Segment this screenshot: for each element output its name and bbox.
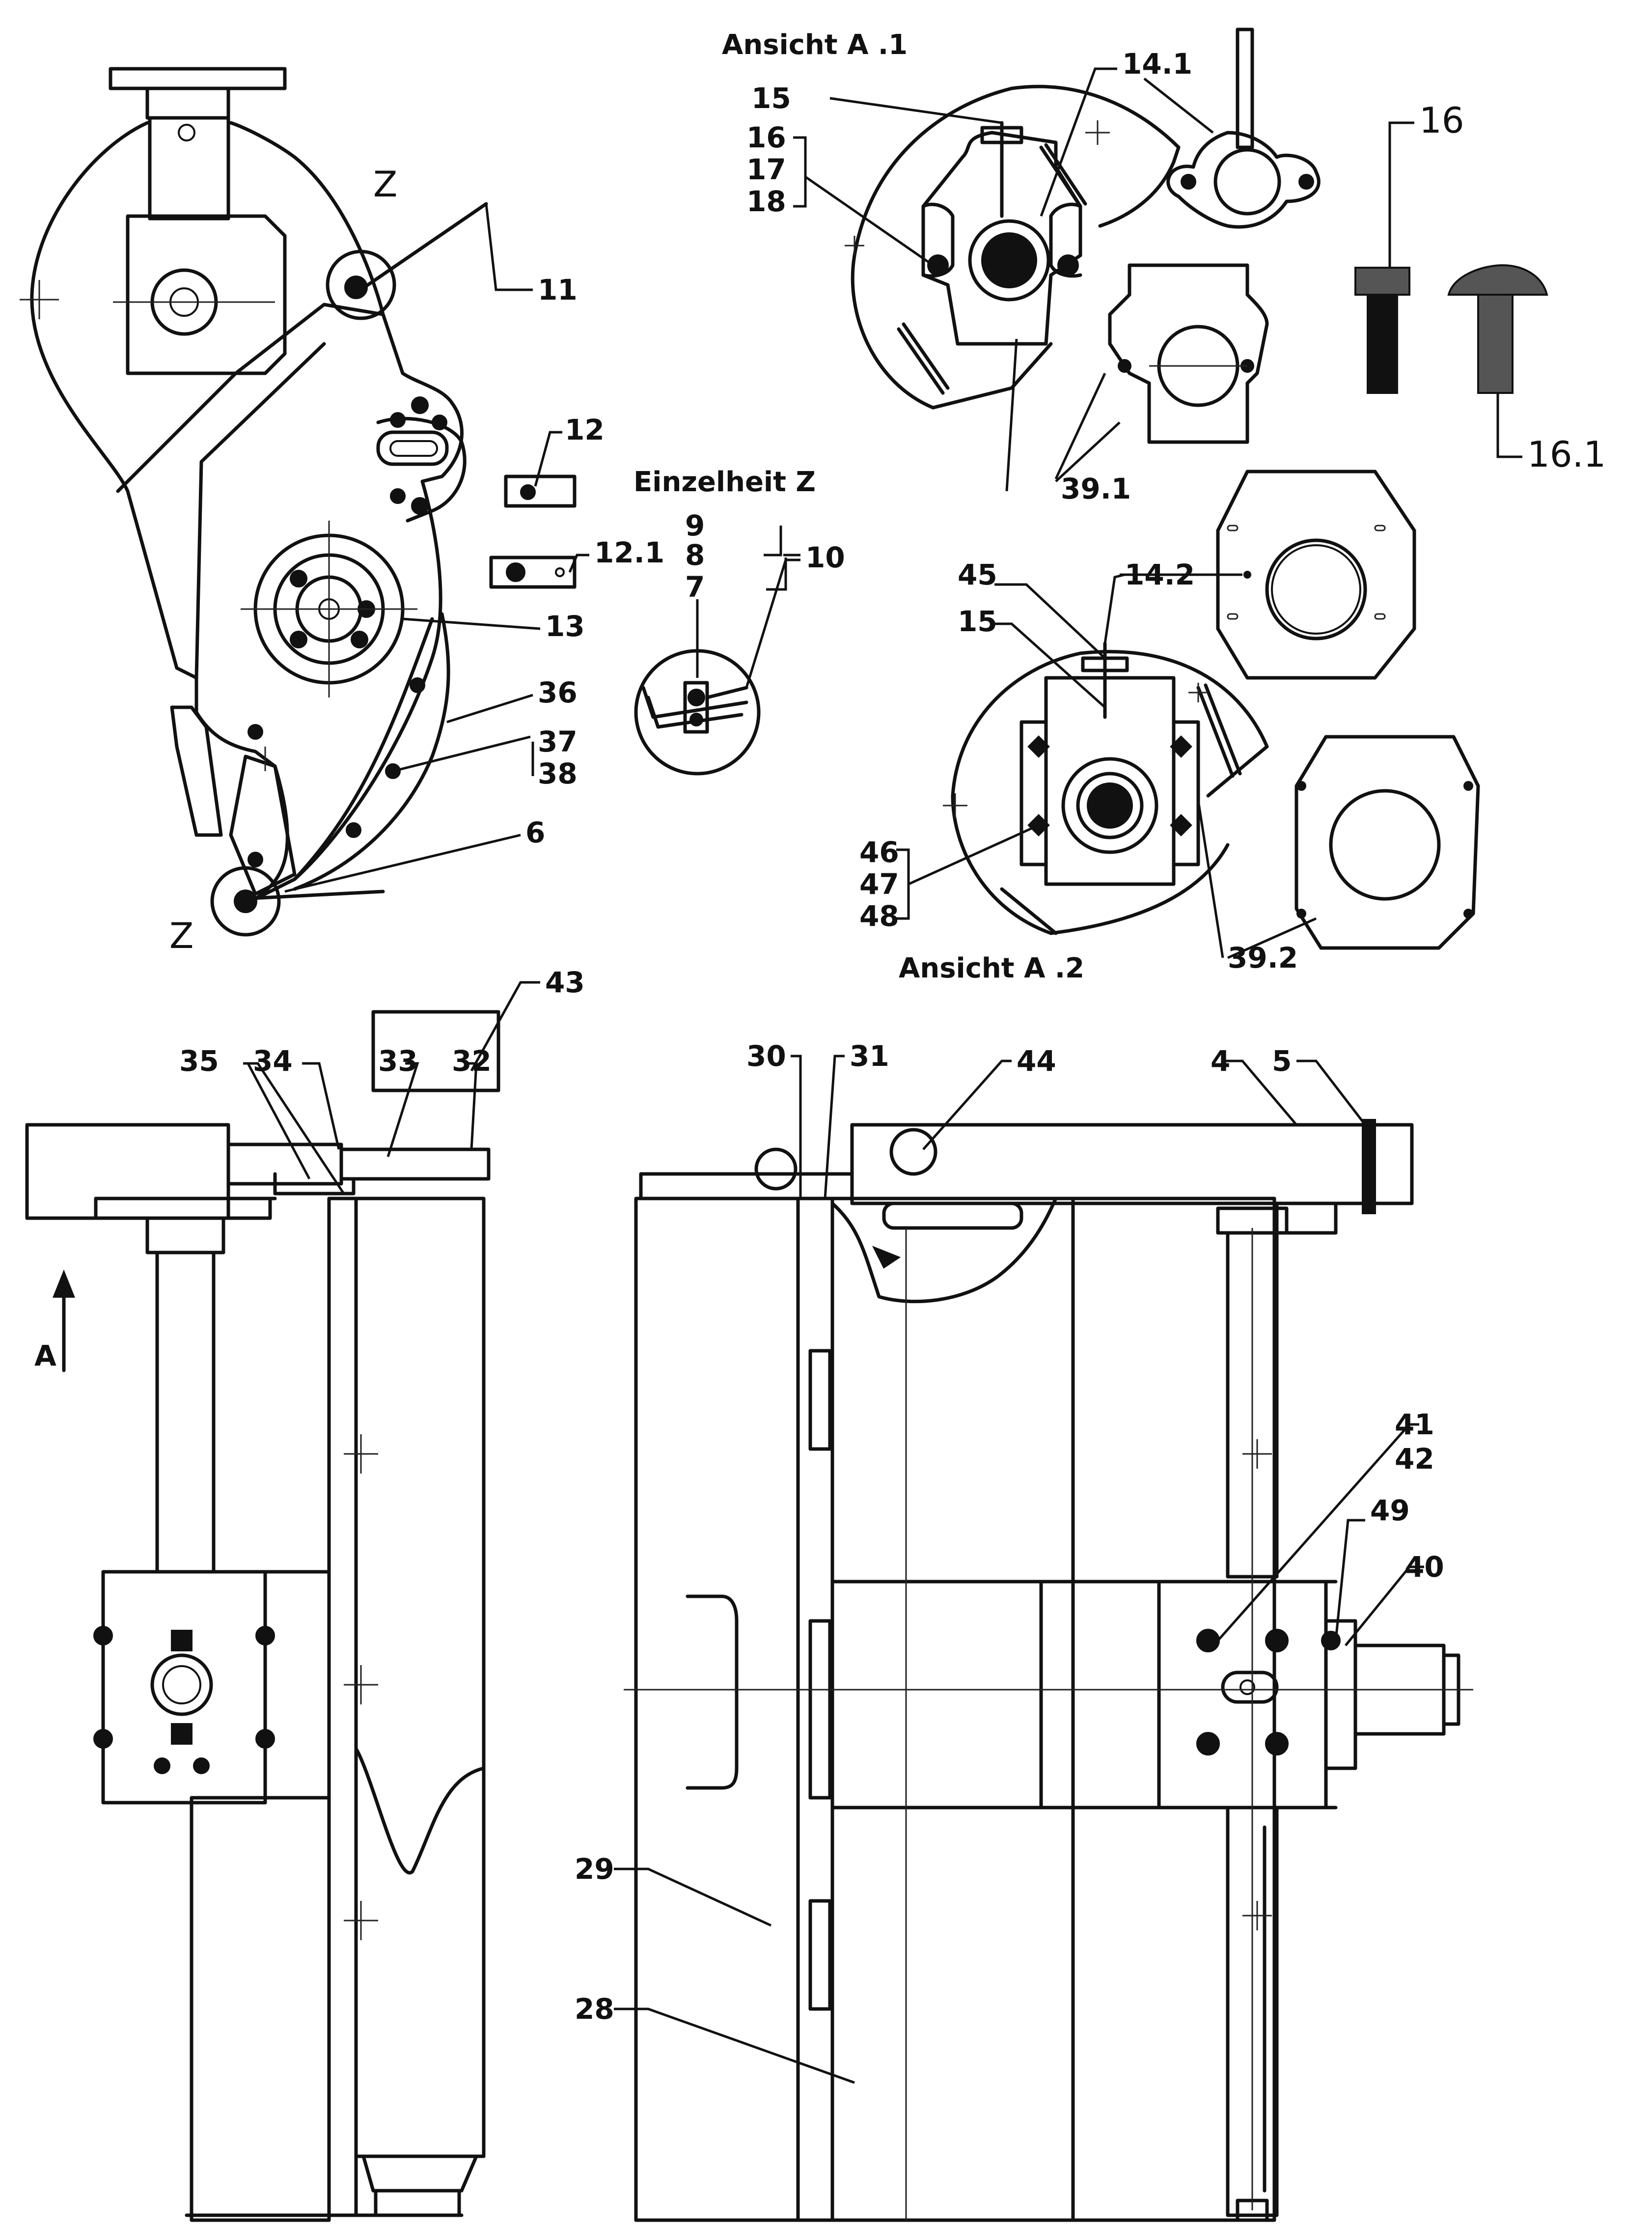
a2-housing-outline bbox=[951, 650, 1269, 935]
side-panel-inner bbox=[830, 1197, 1075, 2222]
front-roller bbox=[354, 1197, 486, 2158]
label-39-2: 39.2 bbox=[1228, 941, 1298, 975]
machine-side-view bbox=[624, 1119, 1473, 2222]
mount-post bbox=[148, 116, 230, 221]
part-39-2-plate bbox=[1294, 735, 1480, 950]
label-30: 30 bbox=[746, 1039, 786, 1073]
label-49: 49 bbox=[1370, 1494, 1410, 1527]
side-panel-outer bbox=[634, 1197, 800, 2222]
label-5: 5 bbox=[1272, 1044, 1292, 1078]
a1-housing-outline bbox=[851, 84, 1181, 410]
part-15-bolt bbox=[1236, 28, 1254, 149]
label-36: 36 bbox=[538, 676, 578, 709]
label-37: 37 bbox=[538, 725, 578, 758]
bolts-16 bbox=[1354, 264, 1548, 394]
label-7: 7 bbox=[685, 570, 705, 604]
a2-shaft bbox=[1087, 782, 1133, 829]
a1-shaft bbox=[981, 232, 1037, 288]
label-16-a1: 16 bbox=[746, 121, 786, 154]
part-16-head bbox=[1354, 267, 1410, 296]
label-44: 44 bbox=[1017, 1044, 1056, 1078]
label-31: 31 bbox=[850, 1039, 889, 1073]
part-12-1-plate bbox=[489, 556, 577, 589]
label-12-1: 12.1 bbox=[594, 536, 664, 569]
marker-z-top: Z bbox=[373, 164, 397, 205]
front-gearbox-top bbox=[25, 1123, 230, 1220]
label-39-1: 39.1 bbox=[1061, 472, 1131, 505]
side-view-housing bbox=[20, 67, 577, 937]
label-14-2: 14.2 bbox=[1125, 558, 1195, 591]
label-45: 45 bbox=[958, 558, 997, 591]
label-16-1: 16.1 bbox=[1527, 434, 1606, 475]
label-41: 41 bbox=[1395, 1408, 1434, 1441]
label-40: 40 bbox=[1404, 1550, 1444, 1584]
label-13: 13 bbox=[545, 610, 585, 643]
label-18: 18 bbox=[746, 185, 786, 218]
label-11: 11 bbox=[538, 273, 578, 306]
label-46: 46 bbox=[859, 836, 899, 869]
marker-arrow-a: A bbox=[34, 1339, 56, 1372]
view-a2 bbox=[943, 641, 1269, 935]
front-shaft bbox=[155, 1251, 216, 1574]
label-10: 10 bbox=[805, 541, 845, 574]
title-view-a1: Ansicht A .1 bbox=[722, 29, 908, 61]
label-42: 42 bbox=[1395, 1442, 1434, 1476]
label-32: 32 bbox=[452, 1044, 492, 1078]
label-38: 38 bbox=[538, 757, 578, 790]
plates-14-2-39-2 bbox=[1216, 470, 1480, 950]
label-16: 16 bbox=[1419, 100, 1464, 141]
detail-circle-z-top bbox=[326, 250, 396, 320]
label-15-a2: 15 bbox=[958, 605, 997, 638]
label-48: 48 bbox=[859, 899, 899, 933]
marker-z-bottom: Z bbox=[169, 915, 193, 956]
a2-gearbox bbox=[1044, 676, 1176, 886]
part-43-box bbox=[371, 1010, 500, 1092]
label-34: 34 bbox=[253, 1044, 293, 1078]
label-43: 43 bbox=[545, 966, 585, 999]
leader-lines bbox=[243, 67, 1522, 2084]
detail-circle-z-bottom bbox=[210, 866, 281, 937]
housing-outline bbox=[30, 121, 464, 901]
title-detail-z: Einzelheit Z bbox=[633, 466, 816, 498]
view-a1 bbox=[845, 28, 1321, 444]
part-12-plate bbox=[504, 474, 577, 508]
label-15-a1: 15 bbox=[751, 82, 791, 115]
labels: Ansicht A .1 Einzelheit Z Ansicht A .2 Z… bbox=[34, 29, 1606, 2026]
part-16-shank bbox=[1367, 294, 1398, 394]
mount-plate bbox=[109, 67, 287, 90]
label-8: 8 bbox=[685, 538, 705, 572]
label-35: 35 bbox=[179, 1044, 219, 1078]
label-28: 28 bbox=[575, 1992, 614, 2026]
label-9: 9 bbox=[685, 509, 705, 542]
label-4: 4 bbox=[1211, 1044, 1230, 1078]
part-16-1-shank bbox=[1477, 294, 1514, 394]
label-47: 47 bbox=[859, 867, 899, 901]
front-view bbox=[25, 1010, 500, 2222]
side-bearing-block bbox=[1157, 1580, 1328, 1810]
part-39-1-plate bbox=[1108, 263, 1269, 444]
part-16-1-head bbox=[1447, 264, 1548, 296]
part-14-2-plate bbox=[1216, 470, 1416, 680]
front-lower-housing bbox=[190, 1796, 331, 2222]
label-12: 12 bbox=[565, 413, 605, 446]
label-33: 33 bbox=[378, 1044, 418, 1078]
title-view-a2: Ansicht A .2 bbox=[899, 952, 1084, 984]
label-17: 17 bbox=[746, 153, 786, 186]
label-29: 29 bbox=[575, 1852, 614, 1886]
label-6: 6 bbox=[525, 816, 545, 849]
label-14-1: 14.1 bbox=[1122, 47, 1192, 81]
front-gearbox bbox=[101, 1570, 267, 1805]
